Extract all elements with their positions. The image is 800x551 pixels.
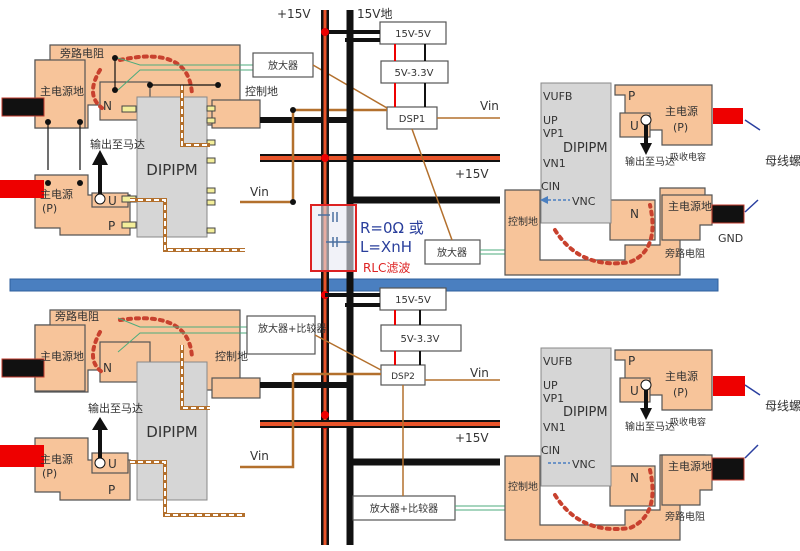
svg-text:U: U [630,119,639,133]
svg-text:吸收电容: 吸收电容 [670,151,706,163]
ctrl-gnd-pad-right [504,187,706,276]
svg-text:N: N [103,361,112,375]
rail-15v-label: +15V [277,7,311,21]
pin-cin: CIN [541,180,560,193]
regulator-5v-3v3 [380,60,449,84]
svg-text:DIPIPM: DIPIPM [563,405,608,420]
svg-text:Vin: Vin [470,366,489,380]
svg-text:VP1: VP1 [543,392,564,405]
pin-u-label: U [108,194,117,208]
svg-text:控制地: 控制地 [508,480,538,493]
bypass-label: 旁路电阻 [60,46,104,60]
svg-text:吸收电容: 吸收电容 [670,416,706,428]
amplifier-box-right [424,239,481,265]
n-pad-right [609,199,656,241]
power-terminal [0,180,44,198]
svg-text:DSP1: DSP1 [399,114,425,125]
svg-text:N: N [630,471,639,485]
chip-label: DIPIPM [146,161,197,179]
svg-text:旁路电阻: 旁路电阻 [665,247,705,260]
gnd-terminal [1,97,45,117]
svg-text:DIPIPM: DIPIPM [563,141,608,156]
power-terminal-right [713,108,743,124]
svg-text:U: U [630,384,639,398]
amplifier-box-left [252,52,314,78]
dipipm-chip-right [540,82,612,224]
svg-text:主电源: 主电源 [40,452,73,466]
main-power-label: 主电源 [40,187,73,201]
svg-text:主电源地: 主电源地 [668,459,712,473]
gnd-terminal-right [711,204,745,224]
svg-text:主电源地: 主电源地 [668,199,712,213]
svg-text:Vin: Vin [250,449,269,463]
svg-text:P: P [628,354,635,368]
svg-text:控制地: 控制地 [508,215,538,228]
filter-l-label: L=XnH [360,238,412,256]
svg-text:DIPIPM: DIPIPM [146,423,197,441]
main-gnd-pad [34,59,86,129]
svg-text:放大器+比较器: 放大器+比较器 [258,322,326,335]
svg-text:P: P [628,89,635,103]
section-divider [9,278,719,292]
svg-text:U: U [108,457,117,471]
top-inverter: DIPIPM 旁路电阻 主电源地 主电源 [0,21,800,276]
svg-text:放大器: 放大器 [268,59,298,72]
ctrl-gnd-label: 控制地 [245,84,278,98]
svg-text:15V-5V: 15V-5V [395,29,431,40]
chip-pins [121,105,216,234]
svg-text:5V-3.3V: 5V-3.3V [401,334,440,345]
svg-text:输出至马达: 输出至马达 [88,401,143,415]
svg-text:主电源: 主电源 [665,369,698,383]
svg-text:CIN: CIN [541,444,560,457]
output-label: 输出至马达 [90,137,145,151]
svg-text:主电源: 主电源 [665,104,698,118]
svg-text:UP: UP [543,379,558,392]
output-arrow-icon-right [640,143,652,155]
dipipm-chip [136,96,208,238]
pin-vufb: VUFB [543,90,572,103]
svg-text:15V-5V: 15V-5V [395,295,431,306]
svg-text:VUFB: VUFB [543,355,572,368]
svg-text:输出至马达: 输出至马达 [625,155,675,168]
pin-n-label: N [103,99,112,113]
pin-vn1: VN1 [543,157,566,170]
svg-text:5V-3.3V: 5V-3.3V [395,68,434,79]
svg-text:(P): (P) [42,467,57,480]
main-gnd-pad-right [661,194,713,241]
svg-text:放大器+比较器: 放大器+比较器 [370,502,438,515]
pin-up: UP [543,114,558,127]
svg-text:DSP2: DSP2 [391,372,415,382]
svg-text:+15V: +15V [455,167,489,181]
busbar-note: 母线螺钉连接 [765,153,800,168]
svg-text:输出至马达: 输出至马达 [625,420,675,433]
vin-label: Vin [250,185,269,199]
svg-text:VNC: VNC [572,458,596,471]
rail-gnd-label: 15V地 [357,7,392,21]
svg-text:母线螺钉连接: 母线螺钉连接 [765,398,800,413]
svg-text:放大器: 放大器 [437,246,467,259]
output-arrow-icon [92,150,108,165]
svg-text:P: P [108,483,115,497]
bottom-inverter: DIPIPM 旁路电阻 主电源地 主电源 (P) 输出至马达 N U P 控制地… [0,287,800,541]
main-power-p-label: (P) [42,202,57,215]
filter-r-label: R=0Ω 或 [360,219,424,237]
pin-vnc: VNC [572,195,596,208]
main-gnd-label: 主电源地 [40,84,84,98]
pin-vp1: VP1 [543,127,564,140]
main-power-pad [34,174,131,236]
svg-text:Vin: Vin [480,99,499,113]
svg-text:控制地: 控制地 [215,349,248,363]
svg-text:旁路电阻: 旁路电阻 [665,510,705,523]
pin-p-label: P [108,219,115,233]
ctrl-gnd-pad [211,99,261,129]
svg-text:GND: GND [718,232,743,245]
svg-text:VN1: VN1 [543,421,566,434]
svg-text:(P): (P) [673,121,688,134]
filter-caption: RLC滤波 [363,261,410,275]
svg-text:主电源地: 主电源地 [40,349,84,363]
svg-text:(P): (P) [673,386,688,399]
svg-text:+15V: +15V [455,431,489,445]
svg-text:旁路电阻: 旁路电阻 [55,309,99,323]
svg-text:N: N [630,207,639,221]
